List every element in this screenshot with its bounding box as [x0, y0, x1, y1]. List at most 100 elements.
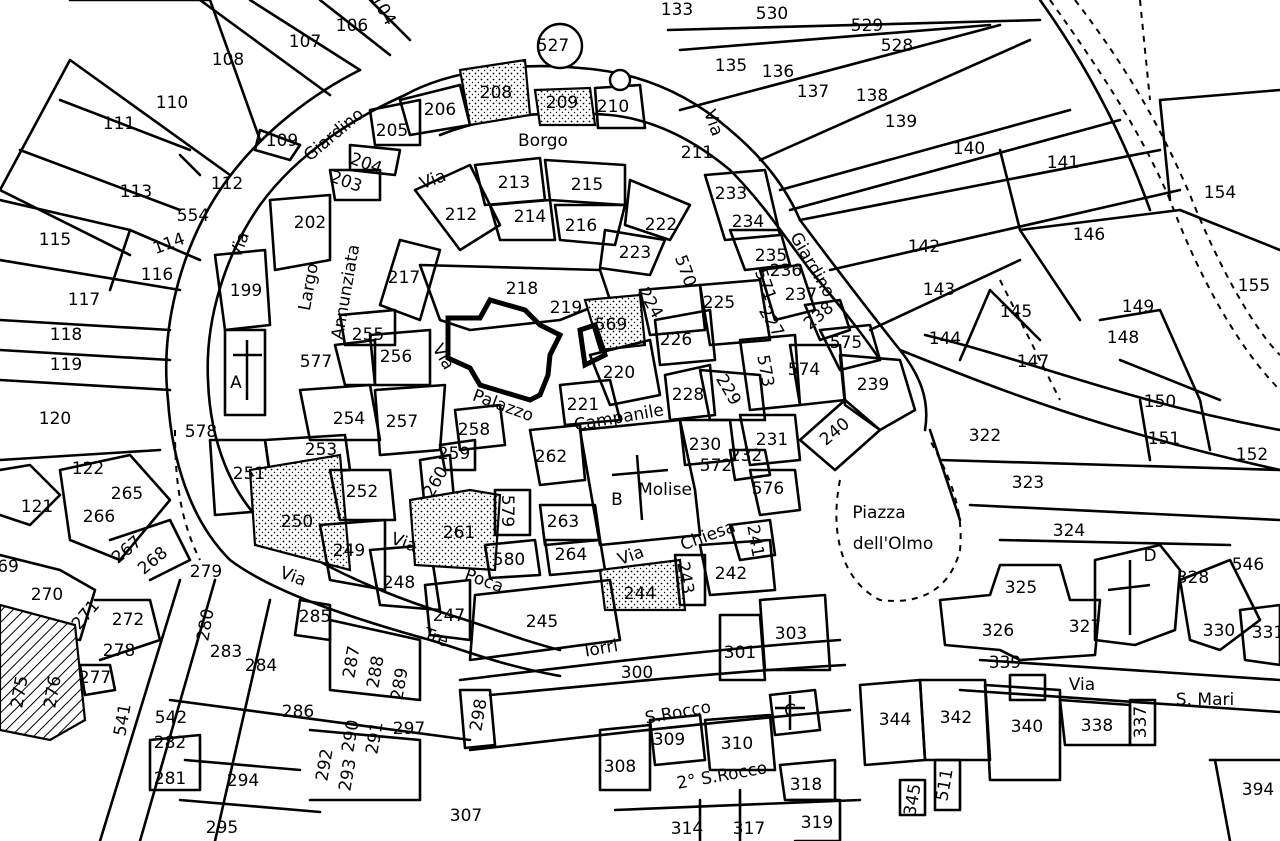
parcel-label-p248: 248 [383, 573, 415, 593]
parcel-label-p118: 118 [50, 325, 82, 345]
parcel-label-p245: 245 [526, 612, 558, 632]
parcel-label-p199: 199 [230, 281, 262, 301]
parcel-label-p308: 308 [604, 757, 636, 777]
parcel-label-p542: 542 [155, 708, 187, 728]
parcel-label-p151: 151 [1148, 429, 1180, 449]
parcel-label-p137: 137 [797, 82, 829, 102]
parcel-label-p230: 230 [689, 435, 721, 455]
parcel-label-p338: 338 [1081, 716, 1113, 736]
street-label-via-tre: Via [277, 563, 309, 591]
parcel-label-p345: 345 [900, 782, 925, 817]
parcel-label-p579: 579 [497, 495, 517, 527]
parcel-label-p331: 331 [1252, 623, 1280, 643]
parcel-label-p265: 265 [111, 484, 143, 504]
parcel-label-p575: 575 [830, 333, 862, 353]
parcel-label-p141: 141 [1047, 153, 1079, 173]
parcel-label-p264: 264 [555, 545, 587, 565]
street-label-molise: Molise [638, 480, 692, 500]
parcel-label-p303: 303 [775, 624, 807, 644]
parcel-label-p144: 144 [929, 329, 961, 349]
round-parcel-527 [536, 22, 584, 70]
parcel-label-p295: 295 [206, 818, 238, 838]
parcel-label-p111: 111 [103, 114, 135, 134]
parcel-label-p339: 339 [989, 653, 1021, 673]
parcel-label-p142: 142 [908, 237, 940, 257]
parcel-label-p108: 108 [212, 50, 244, 70]
parcel-label-p541: 541 [110, 702, 135, 737]
street-label-s-mari: S. Mari [1176, 690, 1234, 710]
parcel-label-p546: 546 [1232, 555, 1264, 575]
parcel-label-p236: 236 [770, 261, 802, 281]
parcel-label-p255: 255 [352, 325, 384, 345]
parcel-label-p285: 285 [299, 607, 331, 627]
parcel-label-p511: 511 [932, 767, 957, 802]
parcel-label-p254: 254 [333, 409, 365, 429]
parcel-label-p253: 253 [305, 440, 337, 460]
parcel-label-p107: 107 [289, 32, 321, 52]
parcel-label-p298: 298 [466, 697, 491, 732]
parcel-label-p135: 135 [715, 56, 747, 76]
parcel-label-p266: 266 [83, 507, 115, 527]
parcel-label-p233: 233 [715, 184, 747, 204]
parcel-label-p554: 554 [177, 206, 209, 226]
parcel-label-p220: 220 [603, 363, 635, 383]
parcel-label-p324: 324 [1053, 521, 1085, 541]
parcel-label-p577: 577 [300, 352, 332, 372]
parcel-label-p314: 314 [671, 819, 703, 839]
parcel-label-p228: 228 [672, 385, 704, 405]
street-label-torri: Torri [579, 636, 619, 662]
parcel-label-p226: 226 [660, 330, 692, 350]
street-label-chiesa: Chiesa [678, 517, 739, 555]
parcel-label-p225: 225 [703, 293, 735, 313]
parcel-label-p217: 217 [388, 268, 420, 288]
parcel-label-p122: 122 [72, 459, 104, 479]
parcel-label-p290: 290 [338, 718, 363, 753]
parcel-label-p570: 570 [670, 252, 700, 289]
parcel-label-p263: 263 [547, 512, 579, 532]
parcel-label-p229: 229 [711, 371, 745, 409]
parcel-label-p297: 297 [393, 719, 425, 739]
parcel-label-p293: 293 [335, 757, 360, 792]
parcel-label-p148: 148 [1107, 328, 1139, 348]
parcel-label-p258: 258 [458, 420, 490, 440]
parcel-label-p530: 530 [756, 4, 788, 24]
parcel-label-p300: 300 [621, 663, 653, 683]
parcel-label-p576: 576 [752, 479, 784, 499]
parcel-label-p231: 231 [756, 430, 788, 450]
street-label-via-borgo: Via [417, 166, 449, 194]
marker-church-b: B [611, 490, 623, 510]
parcel-label-p328: 328 [1177, 568, 1209, 588]
parcel-label-p106: 106 [336, 16, 368, 36]
parcel-label-p146: 146 [1073, 225, 1105, 245]
parcel-label-p133: 133 [661, 0, 693, 20]
parcel-label-p572: 572 [700, 456, 732, 476]
parcel-label-p235: 235 [755, 246, 787, 266]
parcel-label-p113: 113 [120, 182, 152, 202]
parcel-label-p109: 109 [266, 131, 298, 151]
parcel-label-p214: 214 [514, 207, 546, 227]
marker-church-d: D [1143, 546, 1156, 566]
parcel-label-p221: 221 [567, 395, 599, 415]
parcel-label-p69: 69 [0, 557, 19, 577]
parcel-label-p270: 270 [31, 585, 63, 605]
street-label-dellolmo: dell'Olmo [853, 534, 933, 554]
marker-church-a: A [230, 373, 242, 393]
parcel-label-p249: 249 [333, 541, 365, 561]
street-label-via-palazzo: Via [428, 341, 459, 374]
street-label-borgo: Borgo [518, 131, 568, 151]
parcel-label-p211: 211 [681, 143, 713, 163]
parcel-label-p527: 527 [537, 36, 569, 56]
parcel-label-p215: 215 [571, 175, 603, 195]
parcel-label-p326: 326 [982, 621, 1014, 641]
parcel-label-p209: 209 [546, 93, 578, 113]
parcel-label-p342: 342 [940, 708, 972, 728]
parcel-label-p279: 279 [190, 562, 222, 582]
parcel-label-p337: 337 [1131, 706, 1151, 738]
parcel-label-p340: 340 [1011, 717, 1043, 737]
parcel-label-p143: 143 [923, 280, 955, 300]
parcel-label-p208: 208 [480, 83, 512, 103]
parcel-label-p219: 219 [550, 298, 582, 318]
parcel-label-p212: 212 [445, 205, 477, 225]
